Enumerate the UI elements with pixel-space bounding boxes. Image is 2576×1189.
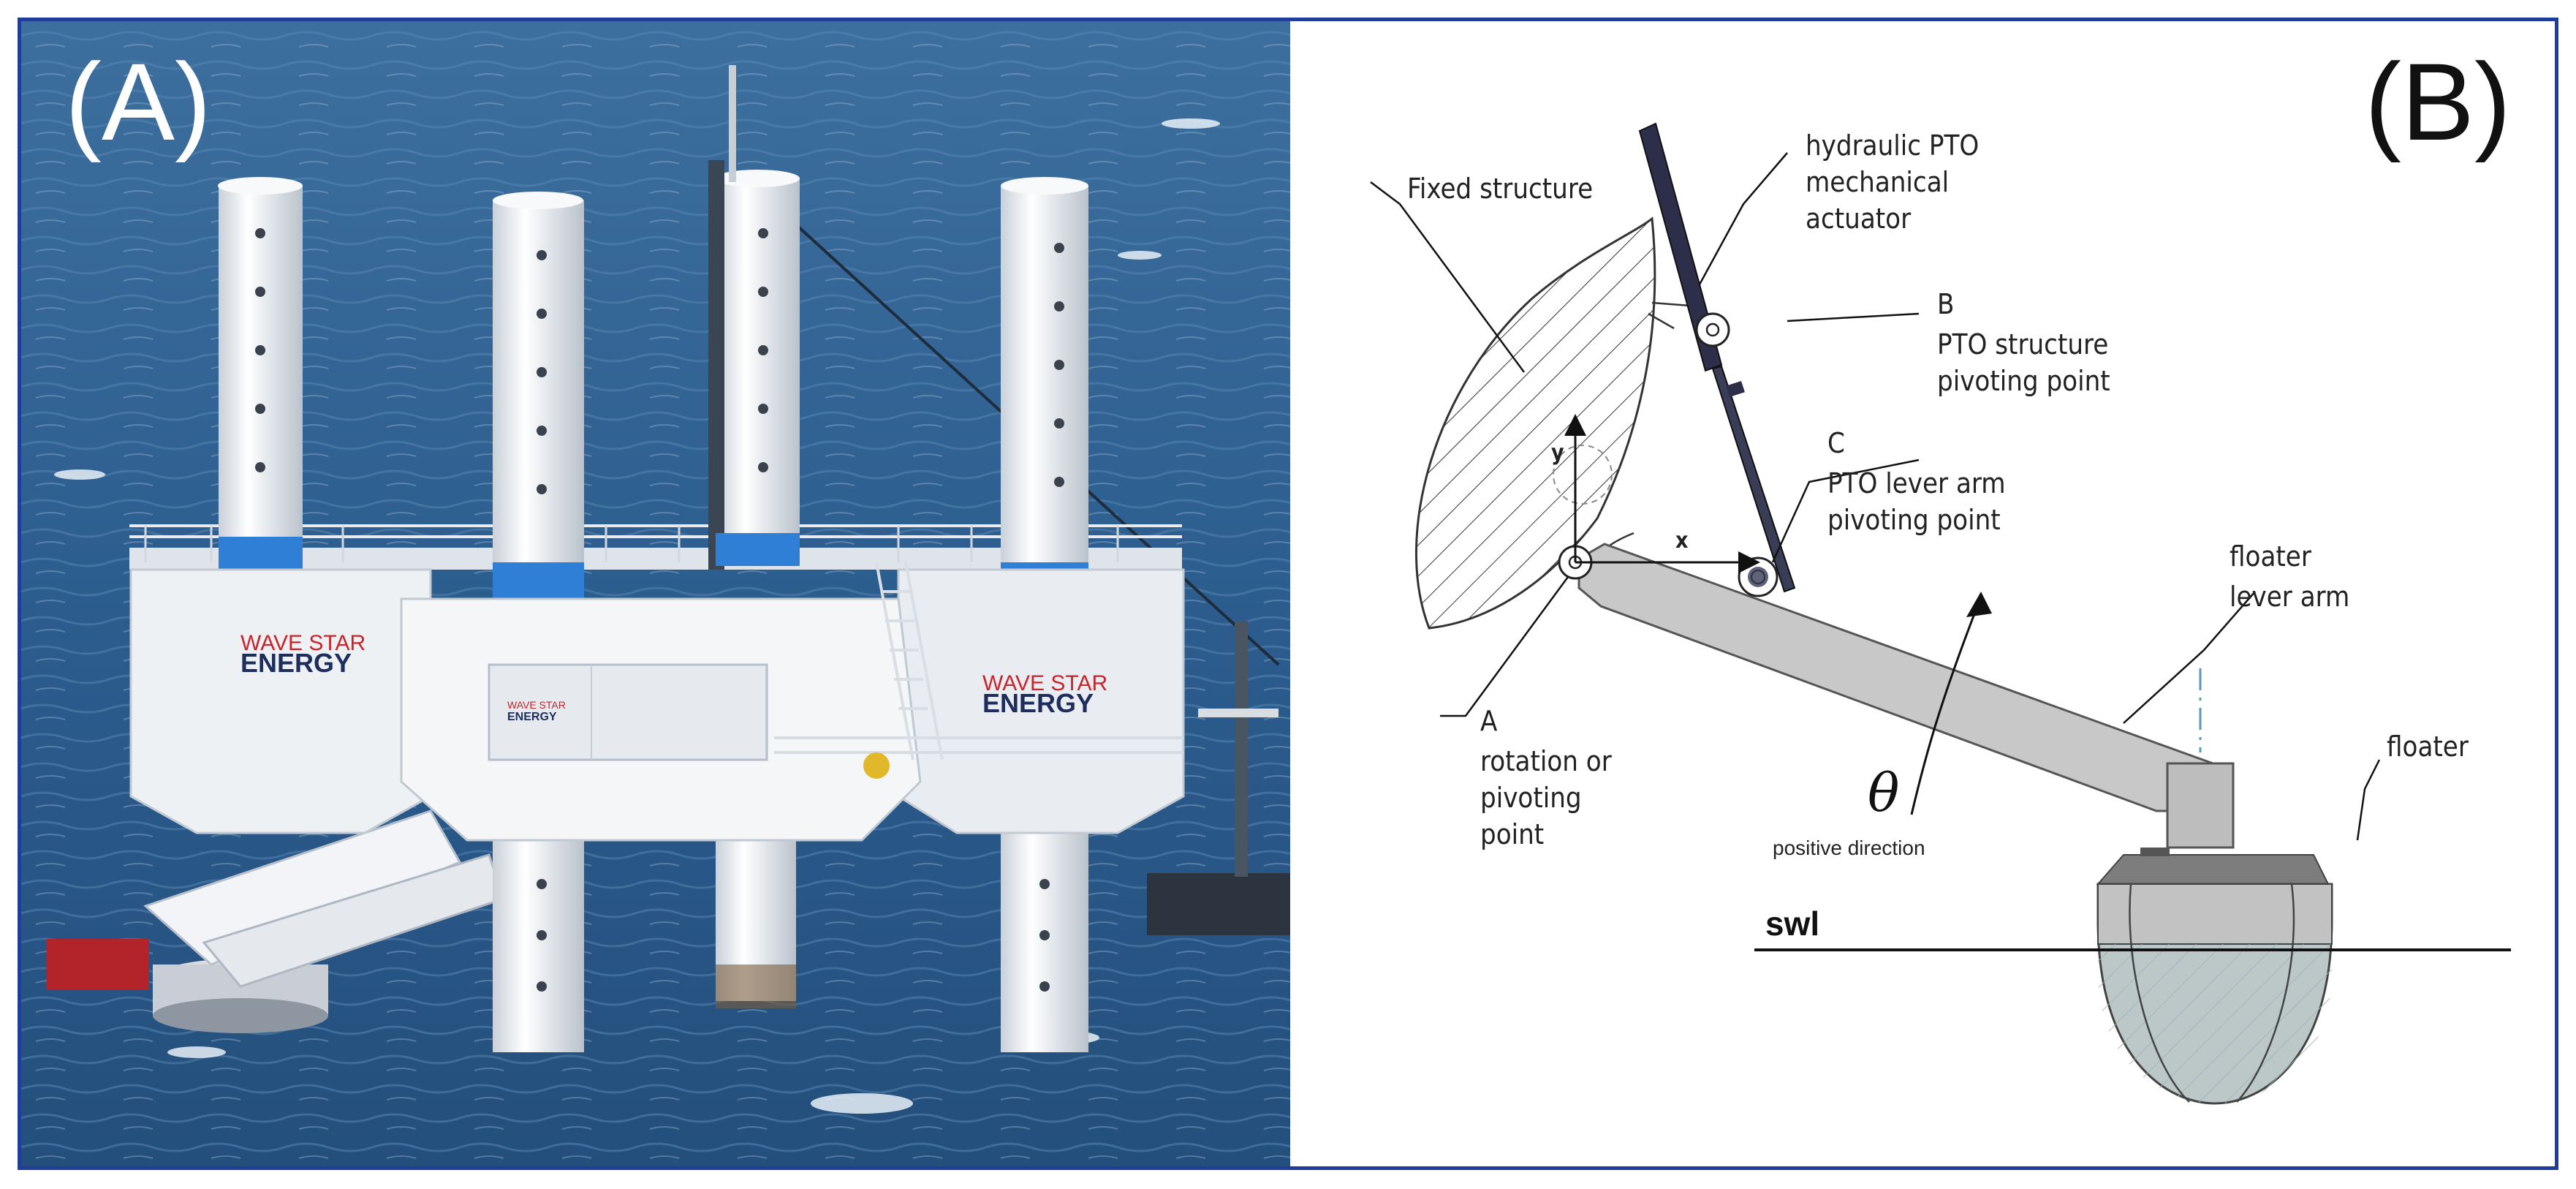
- point-a-label: A rotation or pivoting point: [1480, 705, 1613, 850]
- adjacent-platform: [1147, 621, 1290, 935]
- rotation-arrow: [1910, 605, 1979, 815]
- wave-star-platform-photo: WAVE STAR ENERGY WAVE STAR ENERGY WAVE S…: [21, 21, 1290, 1166]
- point-b-label: B PTO structure pivoting point: [1937, 288, 2110, 397]
- pivot-b: [1695, 312, 1730, 347]
- brand-wave-star-text: WAVE STAR: [240, 631, 365, 655]
- svg-text:pivoting point: pivoting point: [1937, 365, 2110, 397]
- panel-a-label: (A): [65, 40, 211, 163]
- actuator-label: hydraulic PTO mechanical actuator: [1806, 129, 1979, 235]
- jack-up-legs: [218, 65, 1088, 1052]
- floater-label: floater: [2387, 731, 2469, 763]
- panel-b-label: (B): [2365, 40, 2511, 163]
- svg-text:lever arm: lever arm: [2230, 581, 2349, 613]
- svg-text:PTO lever arm: PTO lever arm: [1827, 467, 2006, 499]
- svg-text:pivoting: pivoting: [1480, 782, 1582, 814]
- leader-lines: [1370, 152, 2381, 841]
- swl-label: swl: [1765, 905, 1819, 943]
- floater-body: [2096, 848, 2333, 1105]
- yellow-lifebuoy: [863, 752, 890, 779]
- svg-text:C: C: [1827, 427, 1845, 459]
- coordinate-axes: y x: [1551, 414, 1760, 573]
- svg-text:ENERGY: ENERGY: [507, 711, 557, 723]
- stairway: [875, 562, 944, 760]
- svg-text:A: A: [1480, 705, 1498, 737]
- svg-text:actuator: actuator: [1806, 203, 1912, 235]
- svg-text:point: point: [1480, 818, 1544, 850]
- point-c-label: C PTO lever arm pivoting point: [1827, 427, 2006, 536]
- hull-front: [400, 562, 1183, 842]
- brand-logo-left: WAVE STAR ENERGY: [240, 631, 365, 678]
- hull-left: [129, 568, 432, 834]
- svg-text:hydraulic PTO: hydraulic PTO: [1806, 129, 1979, 162]
- brand-energy-text: ENERGY: [982, 688, 1094, 718]
- axis-x-label: x: [1675, 528, 1688, 554]
- brand-wave-star-text: WAVE STAR: [982, 671, 1107, 695]
- svg-text:floater: floater: [2230, 540, 2312, 573]
- svg-text:pivoting point: pivoting point: [1827, 504, 2001, 536]
- control-room: [488, 663, 768, 761]
- hydraulic-actuator: [1638, 122, 1796, 593]
- svg-text:B: B: [1937, 288, 1954, 320]
- positive-direction-label: positive direction: [1773, 837, 1925, 859]
- pivot-c: [1738, 556, 1778, 597]
- floater-lever-arm-label: floater lever arm: [2230, 540, 2349, 613]
- brand-energy-text: ENERGY: [240, 648, 352, 678]
- panel-a-photo: WAVE STAR ENERGY WAVE STAR ENERGY WAVE S…: [21, 21, 1290, 1166]
- svg-text:PTO structure: PTO structure: [1937, 328, 2108, 361]
- theta-symbol: θ: [1868, 762, 1899, 823]
- pto-mechanism-diagram: swl y x: [1370, 122, 2511, 1105]
- svg-text:rotation or: rotation or: [1480, 745, 1613, 777]
- axis-y-label: y: [1551, 440, 1564, 466]
- fixed-structure-label: Fixed structure: [1407, 173, 1593, 205]
- svg-text:WAVE STAR: WAVE STAR: [507, 699, 566, 711]
- svg-text:mechanical: mechanical: [1806, 166, 1949, 198]
- panel-b-diagram: swl y x: [1290, 21, 2555, 1166]
- brand-logo-small: WAVE STAR ENERGY: [507, 699, 566, 723]
- lever-arms: [143, 809, 505, 988]
- pivot-clearance-circle: [1553, 445, 1613, 505]
- floater-lever-arm: [1577, 543, 2235, 812]
- brand-logo-right: WAVE STAR ENERGY: [982, 671, 1107, 718]
